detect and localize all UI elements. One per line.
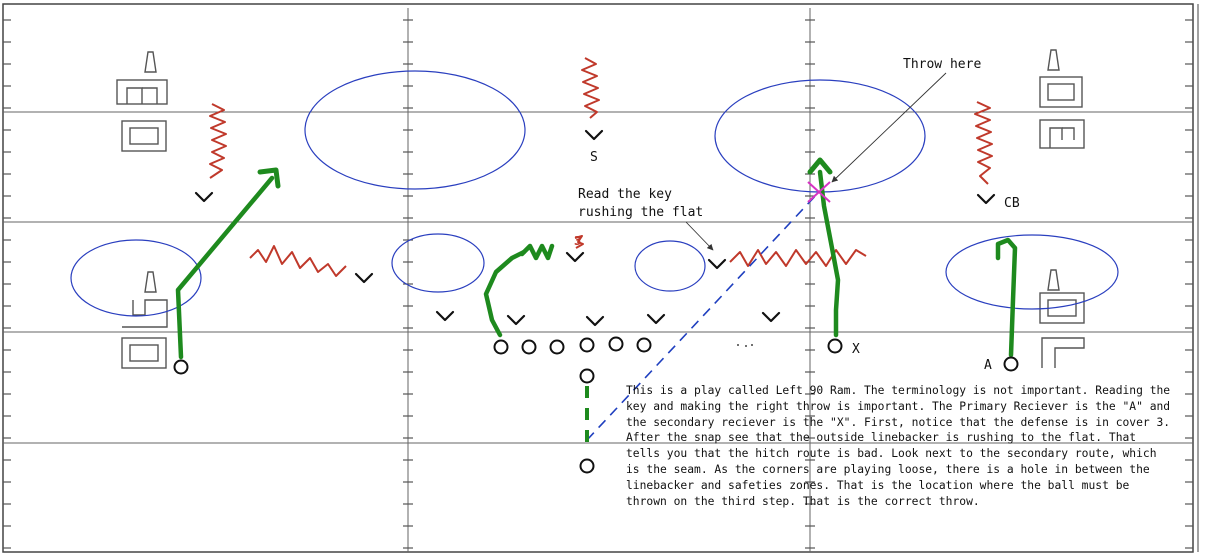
flat-zone-left [70,239,202,317]
player-circle-icon [493,339,509,355]
hash-marks [407,8,811,552]
defender-chevron-icon [584,129,604,141]
defender-chevron-icon [506,314,526,326]
player-circle-icon [1003,356,1019,372]
olb-left-motion [249,245,347,277]
defender-chevron-icon [976,193,996,205]
hook-zone-right [634,240,706,292]
defender-chevron-icon [194,191,214,203]
yard-number-right-top [1039,49,1085,149]
cornerback-label: CB [1004,196,1020,211]
defender-chevron-icon [646,313,666,325]
arrow-up-icon [257,167,281,189]
olb-right-motion [729,249,867,267]
cb-right-motion [974,101,993,185]
receiver-x-label: X [852,342,860,357]
offense [173,336,1019,474]
defender-chevron-icon [565,251,585,263]
route-slot-left-end [519,243,555,261]
stray-dots [737,344,753,347]
arrow-up-icon [807,157,833,175]
player-circle-icon [579,337,595,353]
lb-mark-3 [574,235,584,249]
field-border [2,3,1194,553]
defender-chevron-icon [435,310,455,322]
deep-zone-left [304,70,526,190]
route-left-wr [175,175,275,360]
read-key-label-line2: rushing the flat [578,205,703,220]
read-key-pointer [685,221,714,251]
defender-motion [209,57,993,277]
defender-chevron-icon [354,272,374,284]
throw-here-label: Throw here [903,57,981,72]
player-circle-icon [579,368,595,384]
pass-path [586,192,819,441]
player-circle-icon [521,339,537,355]
route-x-seam [817,169,841,338]
defender-chevron-icon [585,315,605,327]
route-a-hitch [995,237,1018,358]
player-circle-icon [579,458,595,474]
target-x-icon [807,181,831,203]
player-circle-icon [173,359,189,375]
defender-chevron-icon [707,258,727,270]
player-circle-icon [636,337,652,353]
cb-left-motion [209,103,227,179]
coverage-zones [70,70,1119,317]
hook-zone-left [391,233,485,293]
receiver-a-label: A [984,358,992,373]
player-circle-icon [549,339,565,355]
defenders [194,129,996,327]
safety-label: S [590,150,598,165]
yard-number-left-top [116,51,168,152]
yard-number-left-bottom [121,271,168,369]
play-explanation: This is a play called Left 90 Ram. The t… [626,384,1171,508]
safety-motion [581,57,600,119]
player-circle-icon [608,336,624,352]
read-key-label-line1: Read the key [578,187,672,202]
flat-zone-right [945,234,1119,310]
throw-here-pointer [831,72,947,183]
player-circle-icon [827,338,843,354]
route-arrows [257,157,833,189]
route-slot-left [483,249,527,338]
yard-number-right-bottom [1039,269,1085,368]
lb-number-label: 3 [574,234,581,248]
defender-chevron-icon [761,311,781,323]
routes [175,169,1018,360]
yard-lines [3,111,1193,444]
